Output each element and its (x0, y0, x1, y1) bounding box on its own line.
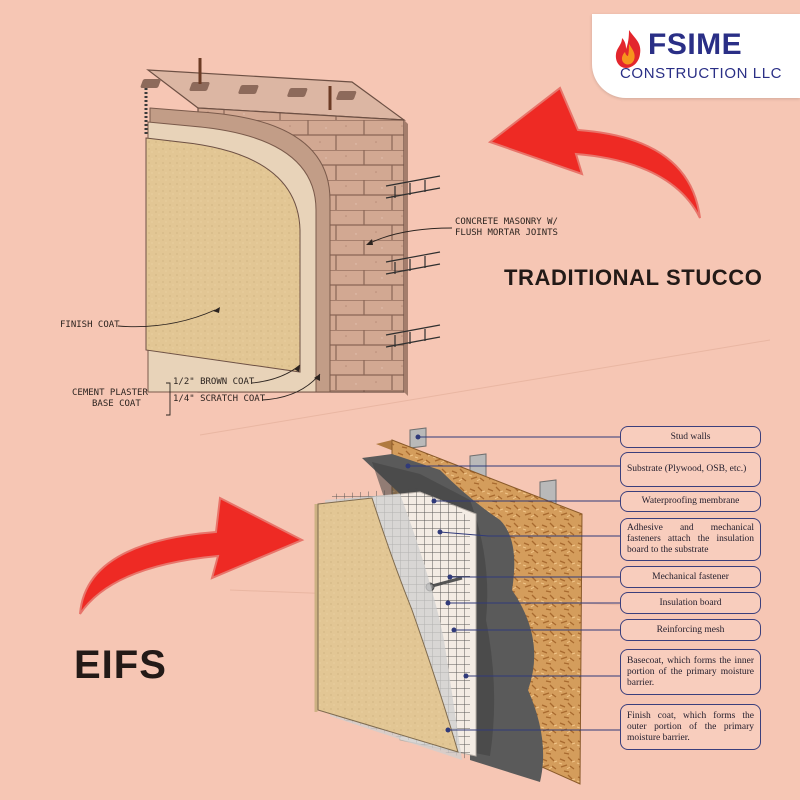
joint-reinforcement (385, 175, 441, 348)
callout-mechanical-fastener: Mechanical fastener (620, 566, 761, 588)
callout-basecoat: Basecoat, which forms the inner portion … (620, 649, 761, 695)
label-finish-coat: FINISH COAT (60, 320, 120, 330)
callout-insulation-board: Insulation board (620, 592, 761, 614)
callout-reinforcing-mesh: Reinforcing mesh (620, 619, 761, 641)
label-base-coat-line2: BASE COAT (92, 399, 141, 409)
callout-waterproofing-membrane: Waterproofing membrane (620, 491, 761, 512)
label-masonry-line1: CONCRETE MASONRY W/ (455, 217, 558, 227)
logo-subtitle: CONSTRUCTION LLC (620, 65, 783, 82)
block-cores (140, 79, 357, 100)
eifs-heading: EIFS (74, 643, 167, 687)
callout-adhesive-fasteners: Adhesive and mechanical fasteners attach… (620, 518, 761, 561)
callout-finish-coat: Finish coat, which forms the outer porti… (620, 704, 761, 750)
label-base-coat-line1: CEMENT PLASTER (72, 388, 148, 398)
flame-icon (615, 30, 641, 68)
logo-wordmark: FSIME (648, 28, 743, 61)
traditional-stucco-heading: TRADITIONAL STUCCO (504, 265, 763, 290)
eifs-leaders (408, 436, 620, 731)
callout-stud-walls: Stud walls (620, 426, 761, 448)
callout-substrate: Substrate (Plywood, OSB, etc.) (620, 452, 761, 487)
stucco-wall-illustration (140, 58, 441, 396)
leader-dots (405, 434, 469, 733)
label-brown-coat: 1/2" BROWN COAT (173, 377, 255, 387)
label-scratch-coat: 1/4" SCRATCH COAT (173, 394, 266, 404)
company-logo: FSIME CONSTRUCTION LLC (592, 14, 800, 98)
eifs-arrow (79, 496, 305, 615)
traditional-arrow (487, 86, 701, 219)
label-masonry-line2: FLUSH MORTAR JOINTS (455, 228, 558, 238)
